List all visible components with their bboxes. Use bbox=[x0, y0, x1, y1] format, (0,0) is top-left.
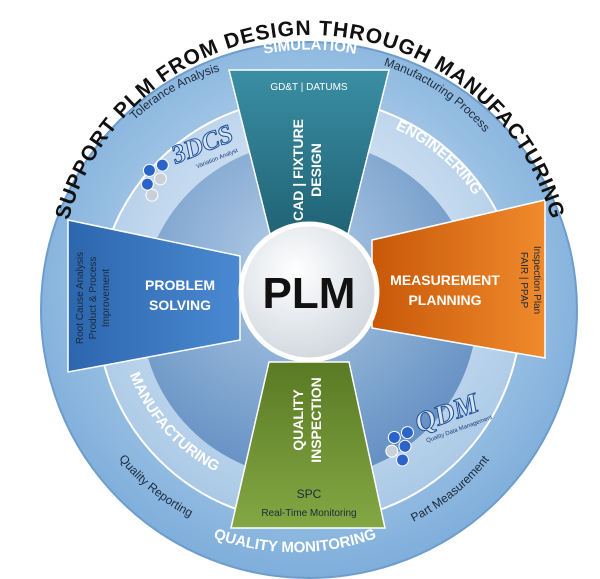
quality-title-line2: INSPECTION bbox=[308, 377, 324, 463]
cad-title: CAD | FIXTURE DESIGN bbox=[290, 119, 324, 221]
logo-dot-icon bbox=[142, 163, 156, 177]
logo-dot-icon bbox=[155, 158, 169, 172]
logo-dot-icon bbox=[385, 444, 399, 458]
cad-title-line2: DESIGN bbox=[308, 143, 324, 197]
logo-dot-icon bbox=[153, 172, 167, 186]
measurement-side-line2: FAIR | PPAP bbox=[518, 252, 529, 309]
logo-dot-icon bbox=[400, 426, 414, 440]
problem-side-line3: Improvement bbox=[101, 269, 112, 328]
quality-sub-line2: Real-Time Monitoring bbox=[261, 508, 356, 519]
quality-sub-line1: SPC bbox=[297, 487, 322, 501]
problem-title-line2: SOLVING bbox=[149, 297, 211, 313]
measurement-side-line1: Inspection Plan bbox=[531, 246, 542, 314]
logo-dot-icon bbox=[398, 439, 412, 453]
measurement-title-line2: PLANNING bbox=[408, 292, 481, 308]
problem-segment bbox=[67, 219, 241, 373]
cad-title-line1: CAD | FIXTURE bbox=[290, 119, 306, 221]
simulation-label: SIMULATION bbox=[262, 37, 358, 58]
measurement-side: Inspection Plan FAIR | PPAP bbox=[518, 246, 542, 314]
problem-side: Root Cause Analysis Product & Process Im… bbox=[75, 252, 112, 344]
center-circle bbox=[238, 221, 380, 363]
center-label: PLM bbox=[263, 269, 356, 318]
logo-dot-icon bbox=[145, 188, 159, 202]
problem-side-line1: Root Cause Analysis bbox=[75, 252, 86, 344]
quality-segment bbox=[230, 361, 386, 529]
logo-dot-icon bbox=[387, 430, 401, 444]
logo-dot-icon bbox=[396, 453, 410, 467]
problem-title-line1: PROBLEM bbox=[145, 277, 215, 293]
quality-title-line1: QUALITY bbox=[290, 389, 306, 451]
problem-side-line2: Product & Process bbox=[88, 257, 99, 340]
cad-subtitle: GD&T | DATUMS bbox=[270, 82, 348, 93]
measurement-title-line1: MEASUREMENT bbox=[390, 272, 500, 288]
quality-title: QUALITY INSPECTION bbox=[290, 377, 324, 463]
